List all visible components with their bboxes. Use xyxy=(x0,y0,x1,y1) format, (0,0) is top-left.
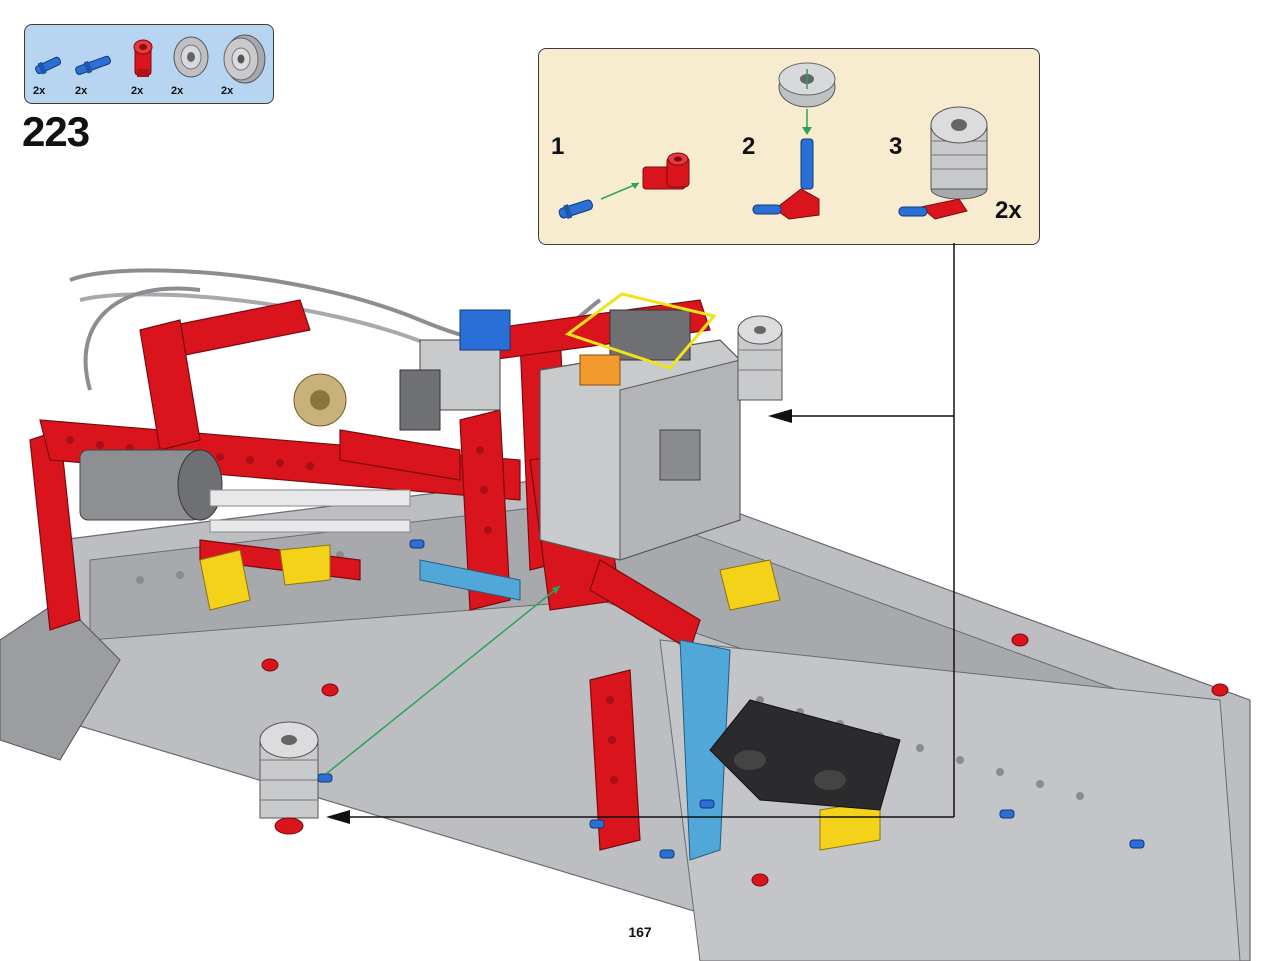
subassembly-illustration xyxy=(558,62,988,220)
substep-number-2: 2 xyxy=(742,133,756,160)
placement-guide-line xyxy=(325,585,561,775)
part-qty-1: 2x xyxy=(33,85,46,97)
installed-pulley-stack xyxy=(737,315,783,401)
dark-panel xyxy=(709,699,901,811)
substep-number-1: 1 xyxy=(551,133,565,160)
ir-receiver xyxy=(399,309,511,431)
substep-1-illustration xyxy=(558,152,690,220)
substep-2-illustration xyxy=(752,62,836,220)
highlight-frame xyxy=(564,292,717,370)
callout-quantity: 2x xyxy=(995,197,1022,224)
part-qty-5: 2x xyxy=(221,85,234,97)
parts-list-box: 2x 2x 2x 2x 2x xyxy=(24,24,274,104)
detached-pulley-stack xyxy=(259,721,333,835)
step-number: 223 xyxy=(22,108,90,155)
grey-pulley-icon xyxy=(173,36,209,78)
part-qty-4: 2x xyxy=(171,85,184,97)
subassembly-callout: 1 2 3 2x xyxy=(538,48,1040,245)
arrowhead-lower xyxy=(326,810,350,824)
part-qty-3: 2x xyxy=(131,85,144,97)
blue-axle-pin-short-icon xyxy=(35,56,62,75)
substep-number-3: 3 xyxy=(889,133,903,160)
battery-box xyxy=(539,309,741,561)
motor-assembly xyxy=(79,373,411,533)
substep-3-illustration xyxy=(898,106,988,220)
arrowhead-upper xyxy=(768,409,792,423)
blue-axle-pin-long-icon xyxy=(75,55,111,75)
page-number: 167 xyxy=(628,924,652,940)
part-qty-2: 2x xyxy=(75,85,88,97)
red-angle-connector-icon xyxy=(133,39,153,77)
callout-connector xyxy=(332,243,955,818)
grey-wheel-icon xyxy=(223,34,266,84)
